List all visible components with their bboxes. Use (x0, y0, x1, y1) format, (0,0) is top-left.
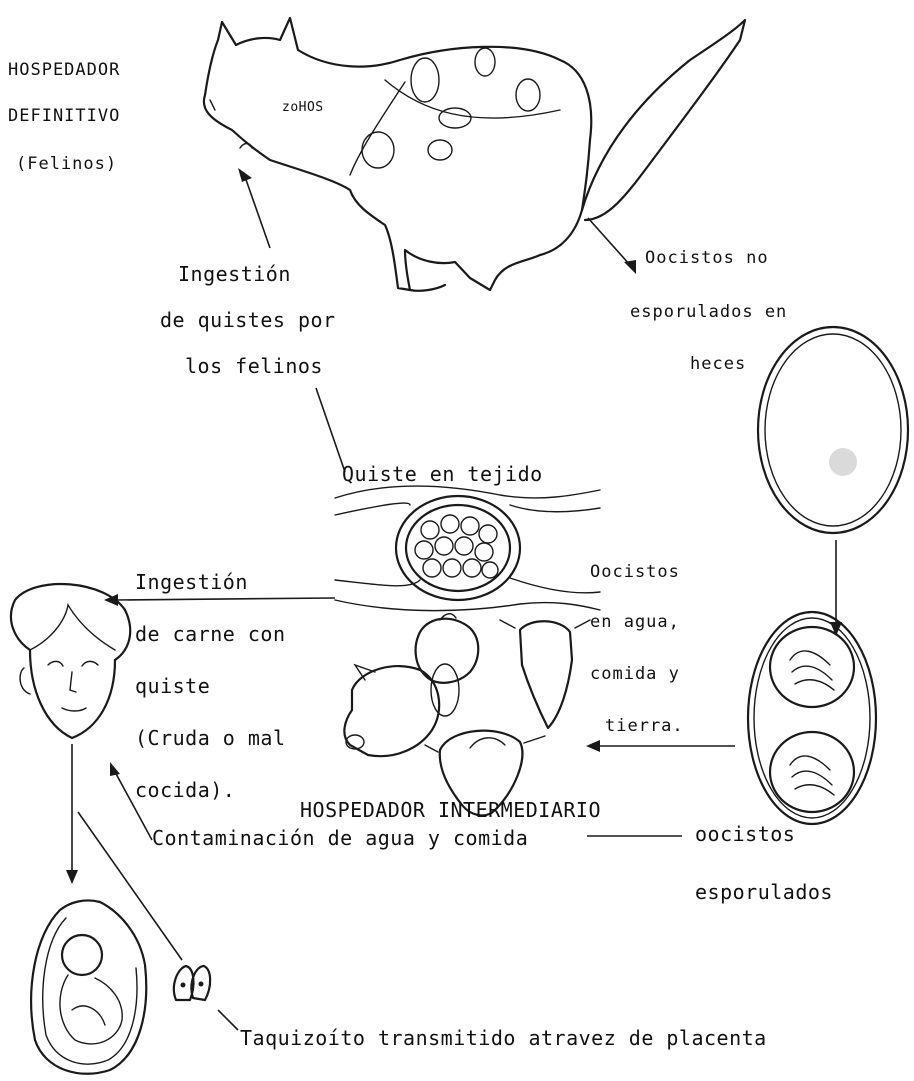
sporulated-to-animals-arrow (586, 740, 735, 752)
cat-organ-label: zoHOS (282, 96, 324, 120)
ingestion-cysts-line3: los felinos (185, 354, 323, 378)
meat-to-human-arrow (104, 594, 335, 606)
definitive-host-line1: HOSPEDADOR (8, 58, 120, 82)
oocysts-env-line3: comida y (590, 662, 680, 686)
ingestion-cysts-line2: de quistes por (160, 308, 336, 332)
oocysts-env-line1: Oocistos (590, 560, 680, 584)
unsporulated-line1: Oocistos no (645, 246, 769, 270)
cat-to-feces-arrow (588, 218, 636, 274)
intermediate-host-label: HOSPEDADOR INTERMEDIARIO (300, 798, 601, 822)
oocysts-env-line2: en agua, (590, 610, 680, 634)
meat-ingestion-line3: quiste (135, 674, 210, 698)
intermediate-host-animals (344, 614, 590, 816)
sporulated-line2: esporulados (695, 880, 833, 904)
meat-ingestion-line5: cocida). (135, 778, 235, 802)
human-head (11, 584, 130, 738)
tissue-cyst (335, 486, 600, 611)
meat-ingestion-line2: de carne con (135, 622, 286, 646)
sporulated-oocyst (748, 612, 876, 824)
human-to-fetus-arrow (66, 744, 78, 884)
cyst-to-cat-arrow (238, 168, 270, 248)
cyst-tissue-label: Quiste en tejido (342, 462, 543, 486)
unsporulated-line2: esporulados en (630, 300, 787, 324)
tachyzoite-label-connector (218, 1010, 238, 1030)
definitive-host-line2: DEFINITIVO (8, 104, 120, 128)
sporulated-line1: oocistos (695, 822, 795, 846)
unsporulated-oocyst (758, 327, 908, 533)
definitive-host-line3: (Felinos) (16, 152, 117, 176)
oocysts-env-line4: tierra. (605, 714, 684, 738)
tachyzoites (174, 966, 210, 1000)
fetus-in-uterus (31, 900, 146, 1073)
meat-ingestion-line1: Ingestión (135, 570, 248, 594)
tachyzoite-label: Taquizoíto transmitido atravez de placen… (240, 1026, 767, 1050)
unsporulated-line3: heces (690, 352, 746, 376)
contamination-label: Contaminación de agua y comida (152, 826, 528, 850)
meat-ingestion-line4: (Cruda o mal (135, 726, 286, 750)
ingestion-cysts-line1: Ingestión (178, 262, 291, 286)
label-to-cyst-line (316, 388, 345, 472)
